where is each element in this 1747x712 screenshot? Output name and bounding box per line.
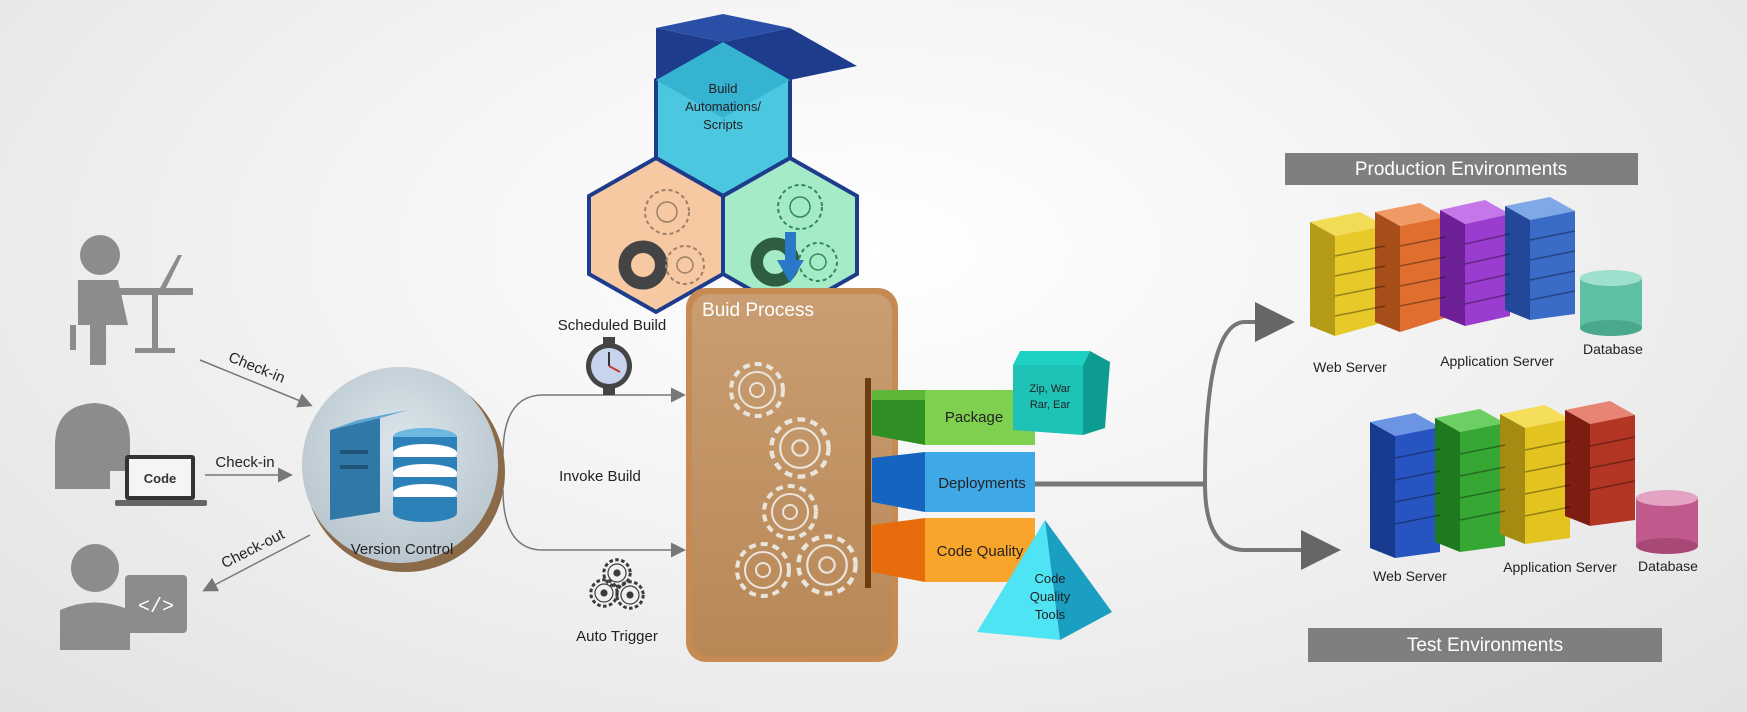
auto-trigger-arrow (502, 489, 686, 558)
production-title: Production Environments (1355, 159, 1567, 180)
checkin-arrow-1 (199, 359, 313, 408)
orange-gears-icon (618, 189, 705, 290)
tools-line-3: Tools (1035, 607, 1066, 622)
code-quality-tools-icon: Code Quality Tools (977, 520, 1112, 640)
test-title: Test Environments (1407, 635, 1563, 656)
production-title-bar (1285, 153, 1638, 185)
svg-text:</>: </> (138, 596, 174, 619)
automation-line-2: Automations/ (685, 99, 761, 114)
package-stage: Package (872, 390, 1035, 445)
tools-line-1: Code (1034, 571, 1065, 586)
deployments-stage: Deployments (872, 452, 1035, 512)
developer-checkout-icon: </> (60, 544, 187, 650)
test-database-icon (1636, 490, 1698, 554)
code-tag-label: Code (144, 471, 177, 486)
scheduled-build-label: Scheduled Build (558, 317, 666, 334)
auto-trigger-label: Auto Trigger (576, 628, 658, 645)
test-server-rack-icon (1370, 401, 1636, 558)
down-arrow-icon (777, 232, 804, 283)
server-database-icon (330, 410, 457, 522)
test-app-server-label: Application Server (1503, 559, 1617, 575)
test-database-label: Database (1638, 558, 1698, 574)
test-title-bar (1308, 628, 1662, 662)
test-web-server-label: Web Server (1373, 568, 1447, 584)
build-process-title: Buid Process (702, 300, 814, 321)
production-web-server-label: Web Server (1313, 359, 1387, 375)
automation-line-3: Scripts (703, 117, 743, 132)
checkout-arrow (202, 534, 311, 592)
deployments-label: Deployments (938, 475, 1026, 492)
production-database-icon (1580, 270, 1642, 336)
invoke-build-label: Invoke Build (559, 468, 641, 485)
build-automation-scripts: Build Automations/ Scripts (587, 14, 859, 315)
deploy-connector (1035, 302, 1341, 570)
build-process-box: Buid Process (686, 288, 898, 662)
gears-icon (589, 558, 645, 610)
package-label: Package (945, 409, 1003, 426)
scheduled-arrow (502, 387, 686, 456)
checkin-label-1: Check-in (226, 349, 287, 387)
production-database-label: Database (1583, 341, 1643, 357)
production-app-server-label: Application Server (1440, 353, 1554, 369)
production-environment: Production Environments (1285, 153, 1643, 375)
clock-icon (586, 337, 632, 395)
automation-line-1: Build (709, 81, 738, 96)
production-server-rack-icon (1310, 197, 1576, 336)
code-quality-label: Code Quality (937, 543, 1024, 560)
checkin-label-2: Check-in (215, 454, 274, 471)
developer-coding-icon: Code (55, 403, 207, 506)
test-environment: Web Server Application Server Database T… (1308, 401, 1698, 662)
version-control-label: Version Control (351, 541, 454, 558)
version-control-node: Version Control (302, 367, 505, 572)
artifact-line-2: Rar, Ear (1030, 399, 1071, 411)
developer-at-desk-icon (70, 235, 193, 365)
artifact-line-1: Zip, War (1029, 383, 1070, 395)
code-quality-stage: Code Quality (872, 518, 1035, 582)
artifact-cube-icon: Zip, War Rar, Ear (1013, 351, 1110, 435)
tools-line-2: Quality (1030, 589, 1071, 604)
